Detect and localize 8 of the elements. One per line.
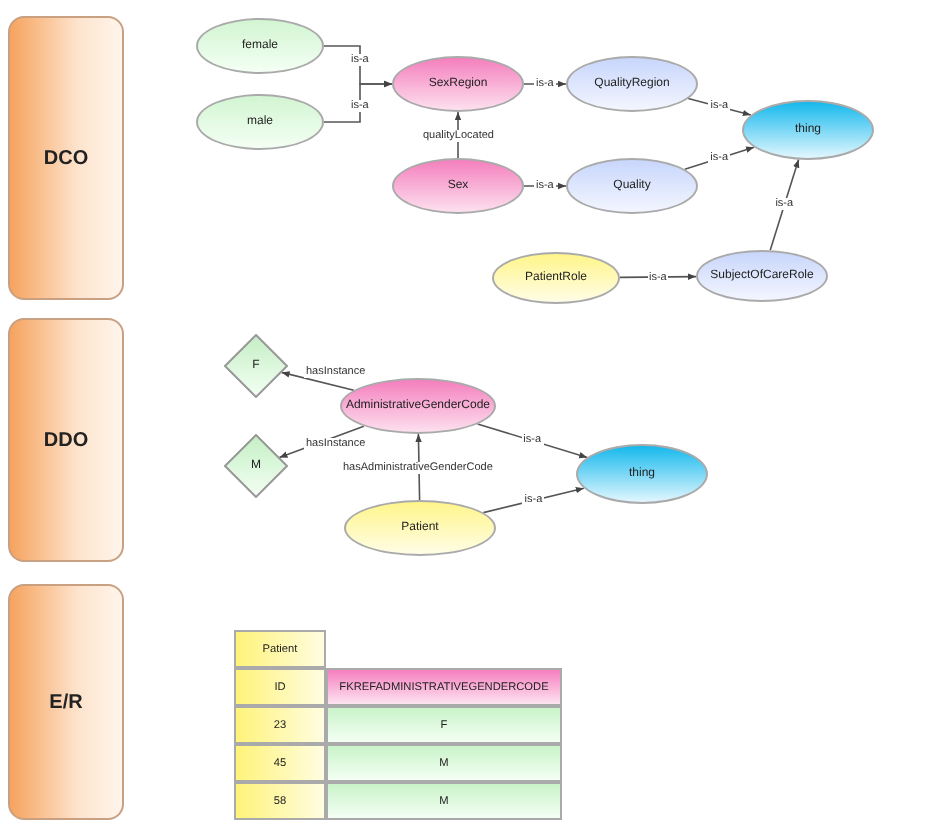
- arrow: [323, 80, 393, 123]
- arrow: [687, 97, 752, 117]
- arrow: [476, 423, 588, 459]
- section-band: E/R: [8, 584, 124, 820]
- arrow: [280, 371, 355, 391]
- section-band: DCO: [8, 16, 124, 300]
- arrow: [769, 158, 800, 251]
- section-band: DDO: [8, 318, 124, 562]
